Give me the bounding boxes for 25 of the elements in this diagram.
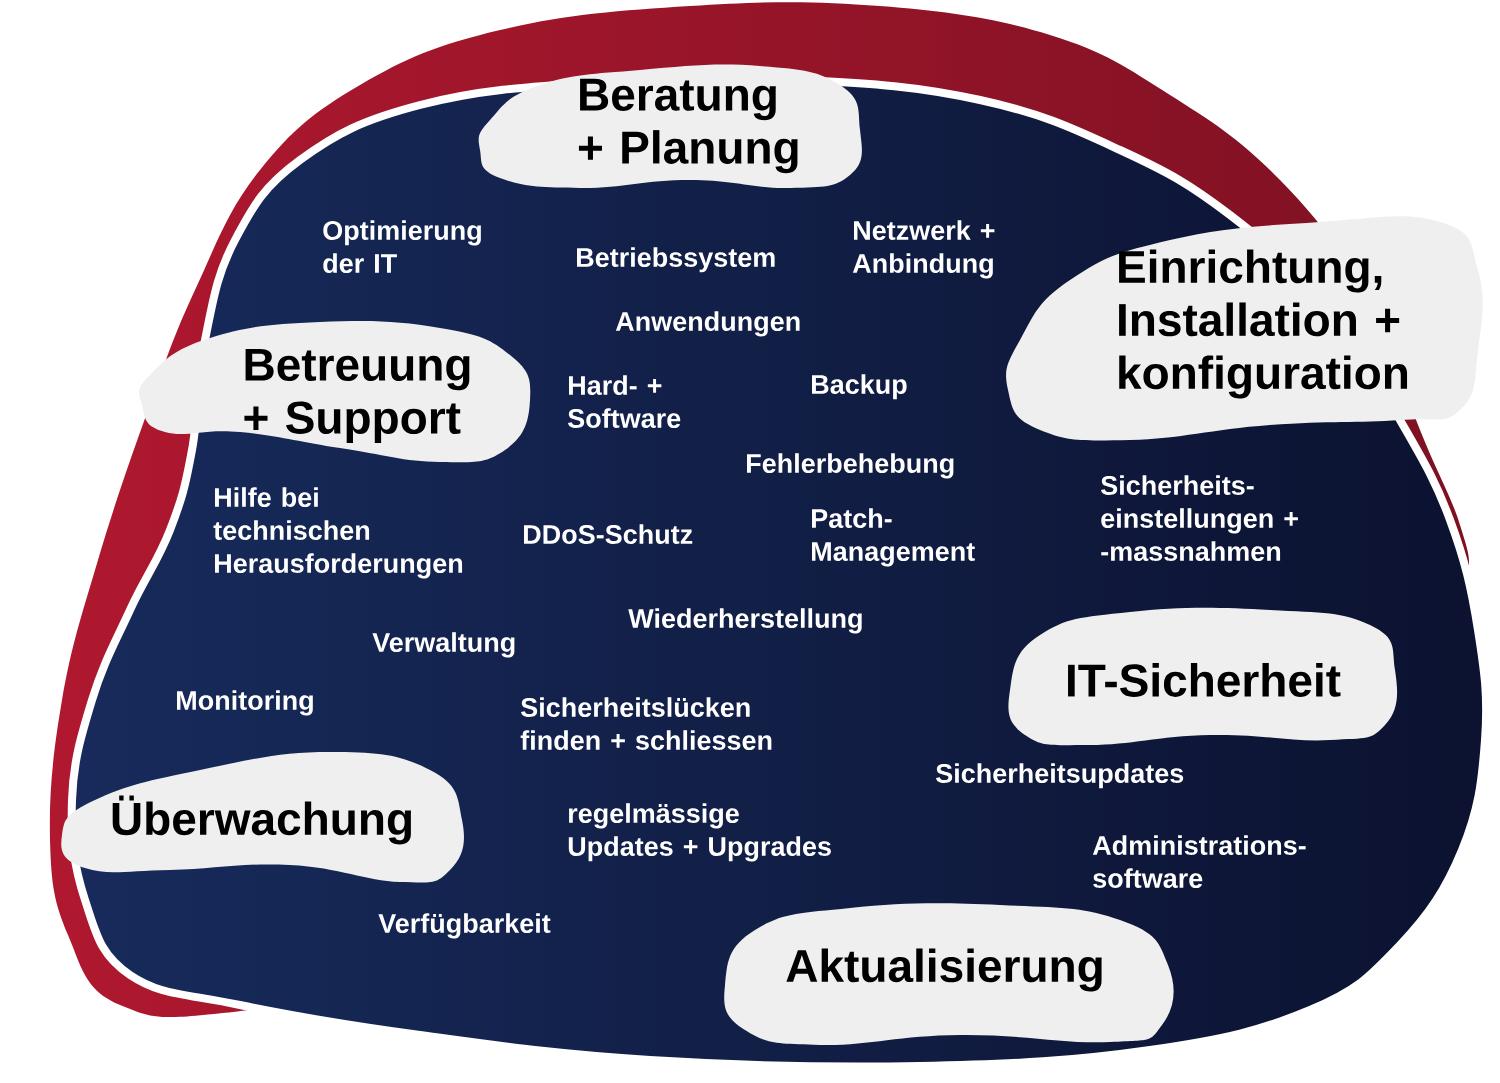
keyword-label: Anwendungen	[615, 311, 800, 337]
keyword-label: Hard- + Software	[568, 375, 681, 429]
keyword-label: Optimierung der IT	[323, 220, 481, 274]
keyword-label: Verwaltung	[372, 632, 515, 658]
keyword-label: Hilfe bei technischen Herausforderungen	[213, 487, 463, 579]
keyword-label: Administrations- software	[1092, 835, 1306, 889]
topic-bubble: Betreuung + Support	[139, 320, 531, 463]
topic-bubble: Aktualisierung	[724, 903, 1174, 1046]
keyword-label: regelmässige Updates + Upgrades	[568, 803, 831, 862]
topic-bubble: Einrichtung, Installation + konfiguration	[1006, 216, 1483, 441]
topic-bubble: Beratung + Planung	[478, 64, 862, 189]
keyword-label: Sicherheitslücken finden + schliessen	[520, 697, 772, 751]
keyword-label: Netzwerk + Anbindung	[852, 220, 995, 279]
keyword-label: Fehlerbehebung	[747, 453, 954, 479]
keyword-label: Sicherheitsupdates	[936, 763, 1184, 789]
topic-bubble: IT-Sicherheit	[1008, 607, 1398, 746]
keyword-label: Patch- Management	[812, 508, 975, 567]
keyword-label: Backup	[812, 374, 907, 400]
keyword-label: Wiederherstellung	[628, 608, 862, 634]
topic-bubble: Überwachung	[61, 752, 464, 883]
keyword-label: Verfügbarkeit	[378, 913, 551, 939]
keyword-label: Monitoring	[177, 690, 313, 716]
keyword-label: Betriebssystem	[577, 247, 775, 273]
keyword-label: Sicherheits- einstellungen + -massnahmen	[1101, 475, 1298, 562]
keyword-label: DDoS-Schutz	[524, 524, 693, 545]
